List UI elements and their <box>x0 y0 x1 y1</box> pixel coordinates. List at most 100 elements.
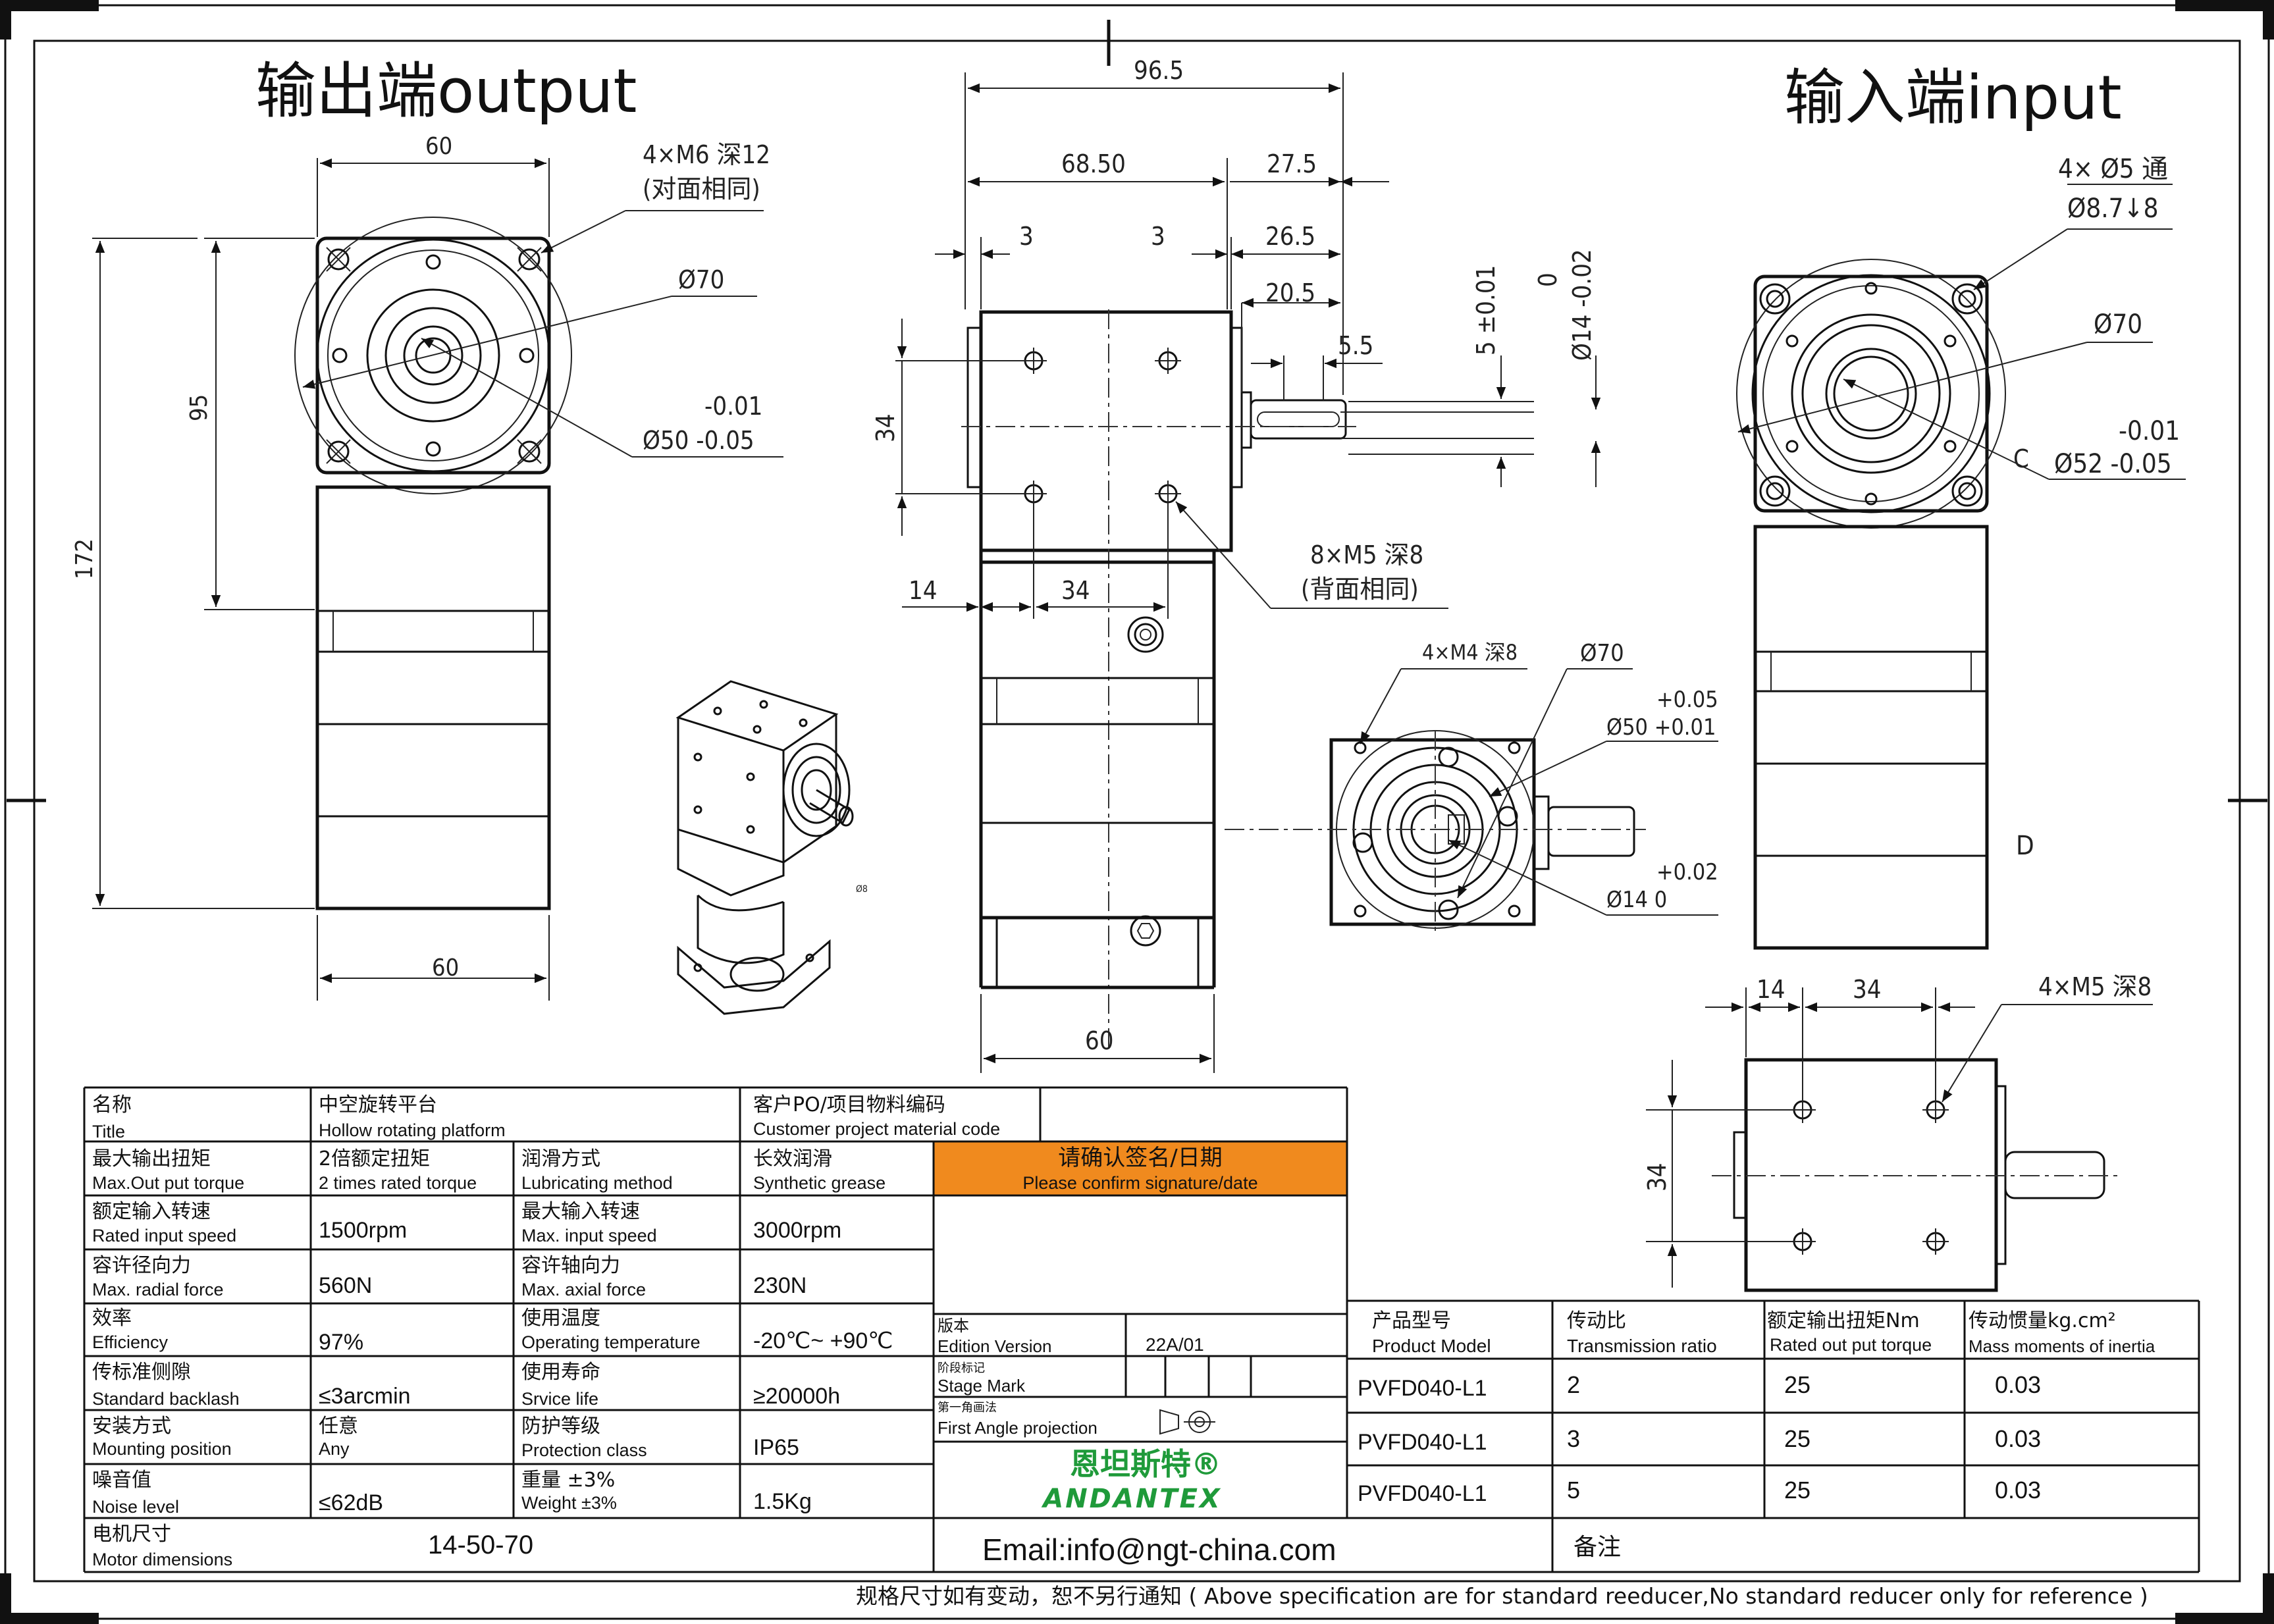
spec-table: 名称 Title 中空旋转平台 Hollow rotating platform… <box>83 1086 2200 1573</box>
row-torque: 25 <box>1784 1371 1811 1398</box>
dim-out-bottom-60: 60 <box>432 955 459 982</box>
weight-cn: 重量 ±3% <box>521 1469 615 1492</box>
radial-val: 560N <box>319 1273 372 1298</box>
dim-side-34v: 34 <box>871 414 900 443</box>
side-bolts-label: 8×M5 深8 <box>1310 540 1423 569</box>
radial-cn: 容许径向力 <box>92 1254 191 1277</box>
radial-en: Max. radial force <box>92 1280 224 1299</box>
output-view-title: 输出端output <box>255 56 637 126</box>
out-pcd-label: Ø70 <box>678 265 724 294</box>
mid-pcd-label: Ø70 <box>1580 640 1624 667</box>
mount-val-en: Any <box>319 1439 350 1459</box>
row-model: PVFD040-L1 <box>1358 1430 1487 1455</box>
backlash-cn: 传标准侧隙 <box>92 1361 191 1384</box>
hdr-model-en: Product Model <box>1372 1336 1491 1356</box>
dim-key-width: 5 ±0.01 <box>1471 265 1500 355</box>
input-d-label: D <box>2016 831 2034 861</box>
table-row: PVFD040-L1 2 25 0.03 <box>1358 1371 2041 1401</box>
edition-en: Edition Version <box>938 1336 1051 1356</box>
torque-val-en: 2 times rated torque <box>319 1173 477 1193</box>
footer-note: 规格尺寸如有变动，恕不另行通知 ( Above specification ar… <box>856 1583 2148 1609</box>
dim-side-bottom-60: 60 <box>1085 1026 1114 1055</box>
title-value-cn: 中空旋转平台 <box>319 1093 437 1116</box>
email: Email:info@ngt-china.com <box>982 1532 1336 1567</box>
temp-cn: 使用温度 <box>521 1307 600 1330</box>
dim-shaft-dia: Ø14 -0.02 <box>1568 249 1597 361</box>
input-end-view: D 4× Ø5 通 Ø8.7↓8 Ø70 C -0.01 Ø52 -0.05 <box>1736 154 2186 950</box>
in-pilot-label: Ø52 -0.05 <box>2054 449 2172 479</box>
table-row: PVFD040-L1 3 25 0.03 <box>1358 1425 2041 1455</box>
row-model: PVFD040-L1 <box>1358 1376 1487 1401</box>
logo-cn: 恩坦斯特® <box>1070 1446 1221 1482</box>
temp-en: Operating temperature <box>521 1332 701 1352</box>
maxspeed-en: Max. input speed <box>521 1226 657 1245</box>
dim-side-27-5: 27.5 <box>1267 149 1317 178</box>
mid-pilot-tol: +0.05 <box>1656 687 1718 713</box>
in-pilot-tol: -0.01 <box>2119 416 2180 446</box>
lub-val-en: Synthetic grease <box>753 1173 886 1193</box>
speed-en: Rated input speed <box>92 1226 236 1245</box>
dim-shaft-tol-top: 0 <box>1533 273 1562 287</box>
dim-out-top-60: 60 <box>425 133 452 160</box>
side-bolts-note: (背面相同) <box>1301 575 1419 604</box>
hdr-torque-en: Rated out put torque <box>1770 1335 1932 1355</box>
torque-en: Max.Out put torque <box>92 1173 244 1193</box>
dim-br-34v: 34 <box>1643 1163 1672 1192</box>
stage-cn: 阶段标记 <box>938 1361 985 1375</box>
output-end-view: 60 95 172 60 4×M6 深12 (对面相同) Ø70 -0.01 Ø… <box>71 133 783 1001</box>
hdr-inertia-en: Mass moments of inertia <box>1969 1336 2155 1356</box>
in-pcd-label: Ø70 <box>2094 309 2142 340</box>
mid-bore-tol: +0.02 <box>1656 859 1718 885</box>
dim-side-3b: 3 <box>1151 222 1165 251</box>
out-pilot-tol: -0.01 <box>704 392 762 421</box>
customer-code-en: Customer project material code <box>753 1119 1000 1139</box>
out-pilot-label: Ø50 -0.05 <box>643 426 754 455</box>
dim-side-68-50: 68.50 <box>1061 149 1126 178</box>
dim-side-26-5: 26.5 <box>1265 222 1315 251</box>
torque-cn: 最大输出扭矩 <box>92 1147 211 1170</box>
title-en: Title <box>92 1122 125 1141</box>
svg-text:Ø8: Ø8 <box>856 884 868 895</box>
hdr-ratio-cn: 传动比 <box>1567 1309 1626 1332</box>
life-val: ≥20000h <box>753 1384 840 1409</box>
mid-pilot-label: Ø50 +0.01 <box>1606 714 1716 741</box>
dim-br-14: 14 <box>1757 975 1785 1004</box>
hdr-model-cn: 产品型号 <box>1372 1309 1451 1332</box>
dim-side-5-5: 5.5 <box>1338 331 1373 360</box>
mount-cn: 安装方式 <box>92 1415 171 1438</box>
weight-en: Weight ±3% <box>521 1493 617 1513</box>
mount-en: Mounting position <box>92 1439 232 1459</box>
dim-side-34h: 34 <box>1061 576 1090 605</box>
row-ratio: 2 <box>1567 1371 1580 1398</box>
life-cn: 使用寿命 <box>521 1361 600 1384</box>
life-en: Srvice life <box>521 1389 598 1409</box>
row-torque: 25 <box>1784 1477 1811 1504</box>
confirm-en: Please confirm signature/date <box>1022 1173 1257 1193</box>
stage-en: Stage Mark <box>938 1376 1026 1396</box>
row-ratio: 5 <box>1567 1477 1580 1504</box>
out-bolt-label: 4×M6 深12 <box>643 140 770 169</box>
prot-val: IP65 <box>753 1435 799 1460</box>
lub-val-cn: 长效润滑 <box>753 1147 832 1170</box>
dim-side-3a: 3 <box>1019 222 1034 251</box>
axial-val: 230N <box>753 1273 806 1298</box>
eff-val: 97% <box>319 1330 363 1355</box>
row-torque: 25 <box>1784 1425 1811 1452</box>
hdr-inertia-cn: 传动惯量kg.cm² <box>1969 1309 2116 1332</box>
eff-cn: 效率 <box>92 1307 132 1330</box>
br-bolts-label: 4×M5 深8 <box>2038 972 2152 1001</box>
customer-code-cn: 客户PO/项目物料编码 <box>753 1093 945 1116</box>
proj-cn: 第一角画法 <box>938 1401 997 1415</box>
weight-val: 1.5Kg <box>753 1489 812 1514</box>
confirm-cn: 请确认签名/日期 <box>1058 1145 1222 1171</box>
in-holes-label: 4× Ø5 通 <box>2058 154 2168 184</box>
table-row: PVFD040-L1 5 25 0.03 <box>1358 1477 2041 1506</box>
in-cbore-label: Ø8.7↓8 <box>2067 194 2159 224</box>
out-bolt-note: (对面相同) <box>643 174 760 203</box>
eff-en: Efficiency <box>92 1332 169 1352</box>
prot-en: Protection class <box>521 1440 647 1460</box>
row-model: PVFD040-L1 <box>1358 1481 1487 1506</box>
backlash-en: Standard backlash <box>92 1389 240 1409</box>
row-inertia: 0.03 <box>1995 1477 2041 1504</box>
